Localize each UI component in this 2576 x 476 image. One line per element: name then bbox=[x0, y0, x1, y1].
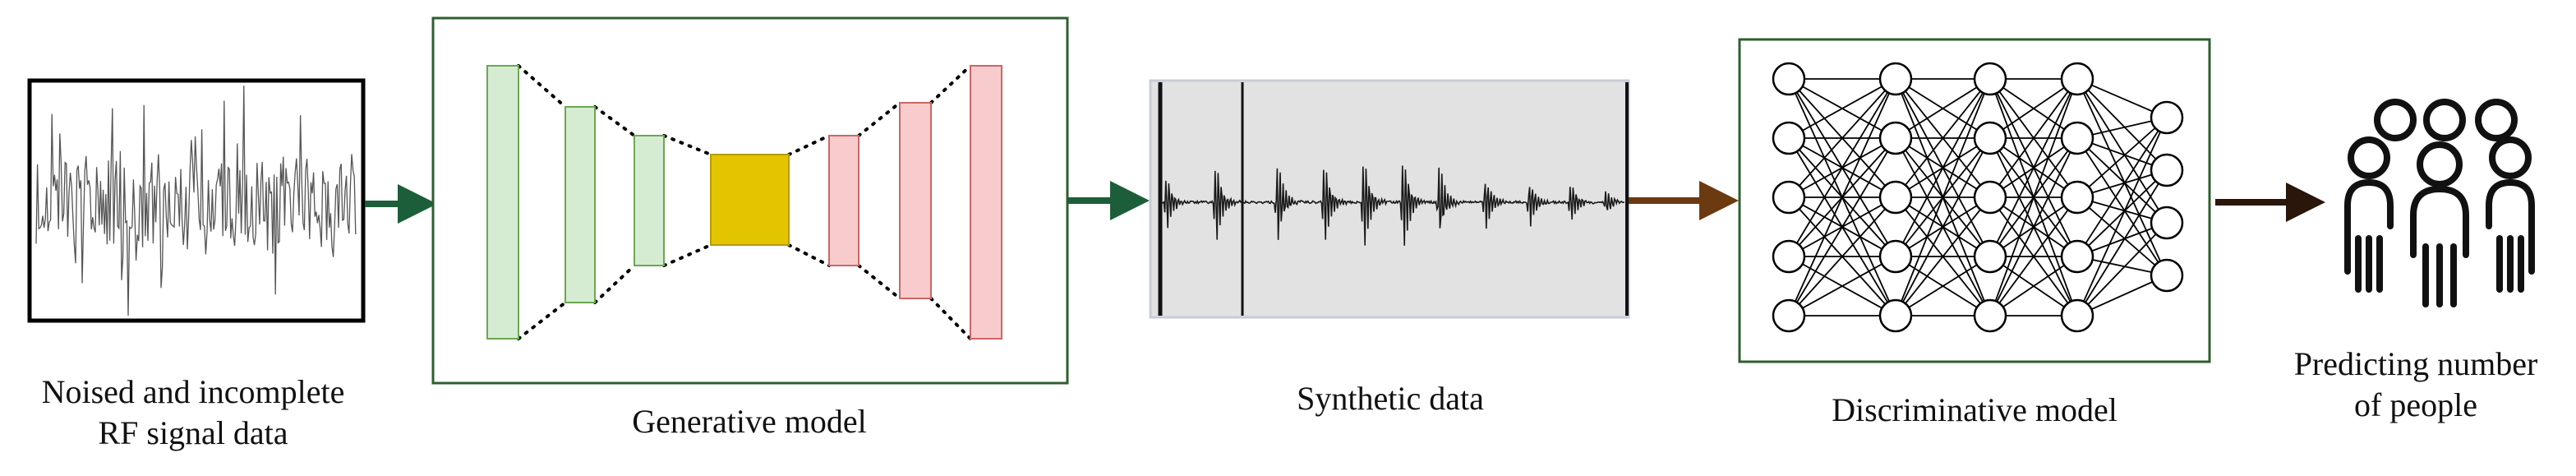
nn-node bbox=[1878, 121, 1913, 155]
decoder-layer-2 bbox=[899, 102, 932, 299]
nn-node bbox=[2060, 298, 2094, 333]
caption-discriminative-model: Discriminative model bbox=[1728, 390, 2221, 431]
caption-discriminative-text: Discriminative model bbox=[1832, 391, 2117, 428]
nn-edge bbox=[1989, 137, 2078, 317]
nn-edge bbox=[1788, 137, 1896, 317]
nn-edge bbox=[1788, 78, 1896, 198]
encoder-layer-3 bbox=[634, 135, 665, 266]
encoder-layer-2 bbox=[565, 106, 596, 303]
caption-synthetic-data: Synthetic data bbox=[1185, 378, 1596, 419]
caption-generative-text: Generative model bbox=[632, 403, 867, 440]
nn-edge bbox=[1989, 256, 2078, 317]
caption-noised-line-2: RF signal data bbox=[98, 414, 288, 451]
nn-node bbox=[1772, 121, 1806, 155]
nn-edge bbox=[1989, 78, 2078, 317]
bottleneck-layer bbox=[710, 154, 790, 246]
encoder-layer-1 bbox=[486, 65, 519, 340]
nn-edge bbox=[1788, 196, 1896, 317]
nn-edge bbox=[1895, 256, 1991, 317]
nn-edge bbox=[2076, 78, 2168, 224]
decoder-layer-3 bbox=[970, 65, 1002, 340]
nn-node bbox=[2060, 121, 2094, 155]
nn-node bbox=[1973, 180, 2007, 215]
nn-node bbox=[1772, 180, 1806, 215]
discriminative-model-panel bbox=[1738, 38, 2211, 363]
nn-node bbox=[1772, 239, 1806, 274]
neural-network-icon bbox=[1772, 62, 2184, 333]
noisy-signal-panel bbox=[27, 78, 366, 323]
decoder-layer-1 bbox=[828, 135, 859, 266]
nn-node bbox=[1973, 298, 2007, 333]
nn-edge bbox=[1895, 137, 1991, 317]
nn-node bbox=[1772, 62, 1806, 96]
person-center-body bbox=[2410, 186, 2469, 258]
nn-edge bbox=[2076, 78, 2168, 171]
caption-prediction: Predicting number of people bbox=[2256, 344, 2576, 426]
nn-node bbox=[1973, 62, 2007, 96]
nn-edge bbox=[1989, 78, 2078, 139]
nn-edge bbox=[1895, 78, 1991, 257]
person-back-right-head bbox=[2475, 99, 2518, 141]
nn-node bbox=[1878, 298, 1913, 333]
nn-node bbox=[1973, 121, 2007, 155]
nn-node bbox=[2060, 239, 2094, 274]
nn-edge bbox=[1895, 78, 1991, 198]
nn-edge bbox=[2076, 222, 2168, 317]
nn-edge bbox=[2076, 117, 2168, 317]
caption-noised-signal: Noised and incomplete RF signal data bbox=[0, 372, 386, 454]
nn-node bbox=[1878, 62, 1913, 96]
nn-node bbox=[1878, 180, 1913, 215]
nn-node bbox=[2150, 100, 2184, 135]
nn-edge bbox=[1895, 196, 1991, 317]
nn-edge bbox=[1895, 78, 1991, 139]
autoencoder-connectors bbox=[517, 64, 972, 340]
generative-model-panel bbox=[431, 16, 1069, 385]
waveform-icon bbox=[1161, 165, 1625, 246]
nn-edge bbox=[2076, 78, 2168, 276]
nn-edge bbox=[1989, 78, 2078, 257]
nn-node bbox=[2150, 258, 2184, 293]
nn-edge bbox=[2076, 169, 2168, 317]
nn-edge bbox=[2076, 196, 2168, 276]
noisy-signal-frame bbox=[27, 78, 366, 323]
noisy-signal-icon bbox=[35, 85, 357, 317]
nn-edge bbox=[2076, 137, 2168, 276]
nn-edge bbox=[2076, 169, 2168, 257]
autoencoder-icon bbox=[486, 64, 1002, 340]
nn-node bbox=[1772, 298, 1806, 333]
nn-node bbox=[2060, 180, 2094, 215]
nn-edge bbox=[1989, 78, 2078, 198]
person-left-body bbox=[2344, 179, 2394, 275]
person-left-head bbox=[2348, 136, 2390, 179]
nn-edge bbox=[1788, 256, 1896, 317]
person-right-body bbox=[2486, 179, 2535, 275]
person-back-left-head bbox=[2374, 99, 2417, 141]
nn-edge bbox=[1788, 78, 1896, 139]
synthetic-data-panel bbox=[1149, 79, 1630, 319]
nn-node bbox=[2150, 153, 2184, 187]
person-center-head bbox=[2417, 141, 2463, 187]
nn-edge bbox=[2076, 117, 2168, 257]
caption-generative-model: Generative model bbox=[503, 401, 996, 442]
people-group-icon bbox=[2344, 99, 2535, 307]
nn-edge bbox=[2076, 117, 2168, 198]
nn-edge bbox=[1788, 78, 1896, 317]
nn-node bbox=[2150, 206, 2184, 240]
nn-edge bbox=[1989, 196, 2078, 317]
caption-synthetic-text: Synthetic data bbox=[1297, 380, 1484, 417]
person-back-center-head bbox=[2423, 99, 2466, 141]
caption-noised-line-1: Noised and incomplete bbox=[41, 373, 345, 410]
nn-node bbox=[1973, 239, 2007, 274]
synthetic-data-frame bbox=[1149, 79, 1630, 319]
nn-node bbox=[2060, 62, 2094, 96]
person-right-head bbox=[2489, 136, 2532, 179]
nn-edge bbox=[1788, 78, 1896, 257]
caption-predict-line-1: Predicting number bbox=[2293, 345, 2538, 382]
nn-edge bbox=[1895, 78, 1991, 317]
nn-node bbox=[1878, 239, 1913, 274]
nn-edge bbox=[2076, 137, 2168, 224]
caption-predict-line-2: of people bbox=[2354, 386, 2477, 423]
